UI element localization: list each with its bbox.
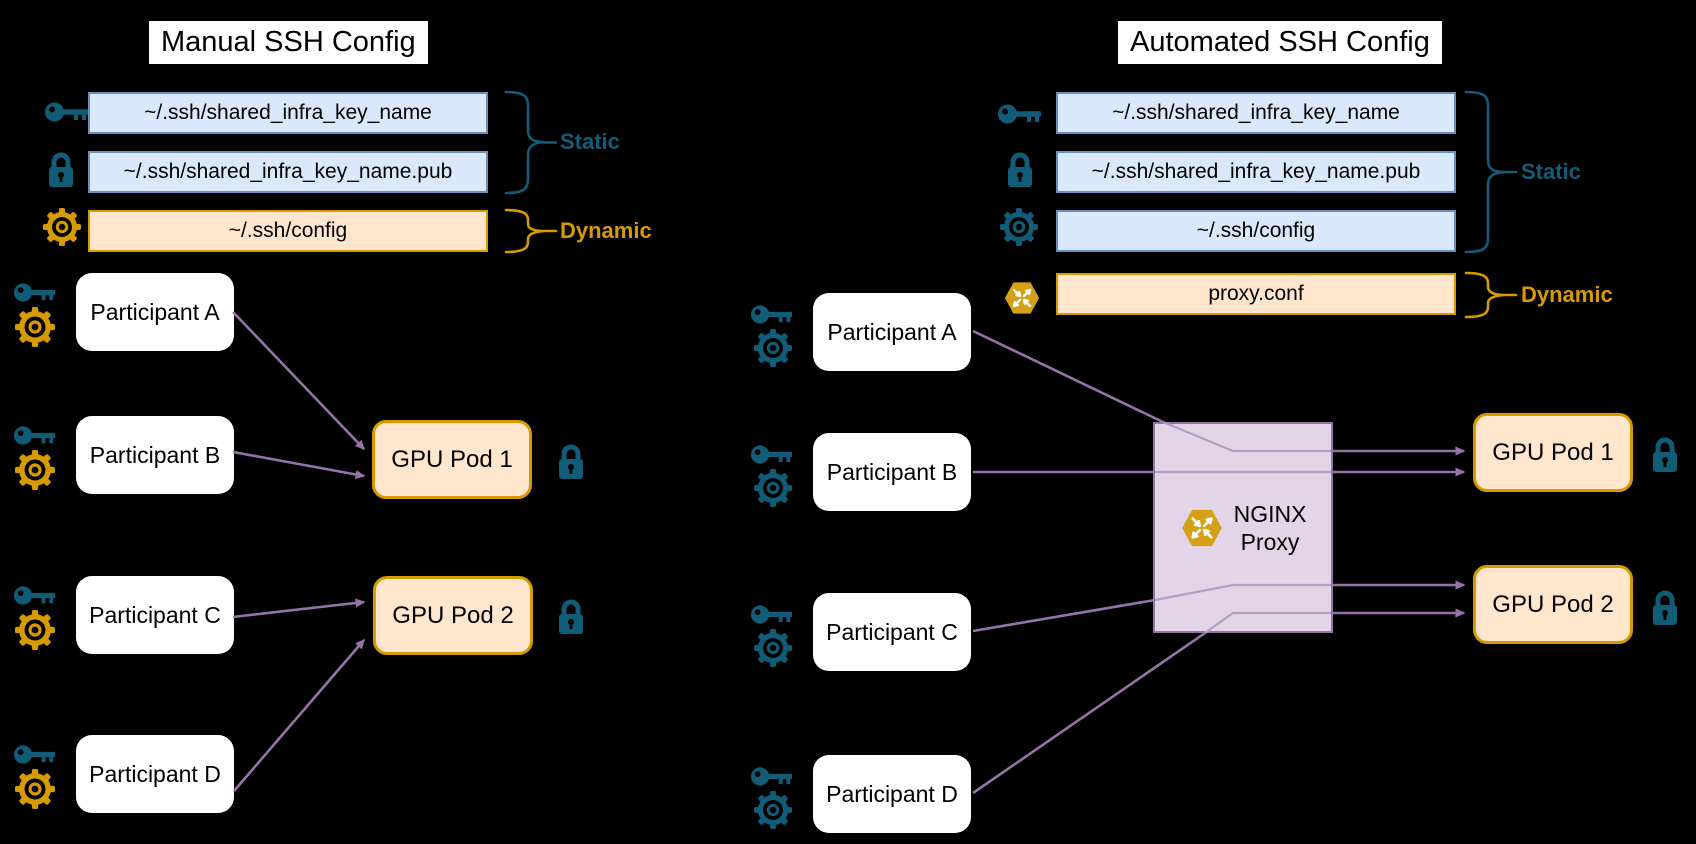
gpu-pod-1: GPU Pod 1: [372, 420, 532, 499]
dynamic-label: Dynamic: [560, 218, 652, 243]
participant-d: Participant D: [76, 735, 234, 813]
participant-b: Participant B: [813, 433, 971, 511]
dynamic-label: Dynamic: [1521, 282, 1613, 307]
automated-title: Automated SSH Config: [1118, 21, 1442, 64]
gear-icon: [754, 469, 792, 507]
participant-a: Participant A: [813, 293, 971, 371]
key-icon: [13, 280, 57, 305]
gpu-pod-2: GPU Pod 2: [1473, 565, 1633, 644]
key-icon: [750, 302, 794, 327]
file-box-proxy-conf: proxy.conf: [1056, 273, 1456, 315]
file-box-public-key: ~/.ssh/shared_infra_key_name.pub: [1056, 151, 1456, 193]
gpu-pod-2: GPU Pod 2: [373, 576, 533, 655]
arrow-b-to-pod1: [232, 450, 366, 479]
participant-c: Participant C: [813, 593, 971, 671]
nginx-proxy-label: NGINX Proxy: [1233, 500, 1307, 555]
key-icon: [750, 602, 794, 627]
lock-icon: [1650, 434, 1680, 476]
arrow-d-to-pod2: [233, 638, 365, 792]
file-box-public-key: ~/.ssh/shared_infra_key_name.pub: [88, 151, 488, 193]
key-icon: [13, 742, 57, 767]
static-label: Static: [1521, 159, 1581, 184]
gear-icon: [754, 629, 792, 667]
lock-icon: [46, 149, 76, 191]
file-box-private-key: ~/.ssh/shared_infra_key_name: [88, 92, 488, 134]
arrow-c-to-proxy: [972, 598, 1156, 633]
nginx-icon: [1003, 278, 1041, 318]
key-icon: [750, 442, 794, 467]
nginx-icon: [1180, 505, 1224, 551]
key-icon: [13, 423, 57, 448]
participant-a: Participant A: [76, 273, 234, 351]
participant-d: Participant D: [813, 755, 971, 833]
static-label: Static: [560, 129, 620, 154]
dynamic-brace: [1464, 271, 1518, 319]
key-icon: [44, 99, 90, 125]
lock-icon: [1650, 587, 1680, 629]
static-brace: [504, 90, 558, 195]
gpu-pod-1: GPU Pod 1: [1473, 413, 1633, 492]
manual-title: Manual SSH Config: [149, 21, 428, 64]
gear-icon: [43, 208, 81, 246]
gear-icon: [15, 307, 55, 347]
file-box-private-key: ~/.ssh/shared_infra_key_name: [1056, 92, 1456, 134]
file-box-ssh-config: ~/.ssh/config: [1056, 210, 1456, 252]
gear-icon: [754, 329, 792, 367]
dynamic-brace: [504, 208, 558, 254]
arrow-a-to-proxy: [972, 329, 1164, 424]
gear-icon: [15, 450, 55, 490]
gear-icon: [754, 791, 792, 829]
key-icon: [997, 101, 1043, 127]
nginx-proxy-box: NGINX Proxy: [1153, 422, 1333, 633]
gear-icon: [1000, 208, 1038, 246]
lock-icon: [556, 596, 586, 638]
lock-icon: [556, 441, 586, 483]
static-brace: [1464, 90, 1518, 254]
arrow-a-to-pod1: [232, 311, 366, 451]
lock-icon: [1005, 149, 1035, 191]
file-box-ssh-config: ~/.ssh/config: [88, 210, 488, 252]
gear-icon: [15, 769, 55, 809]
key-icon: [750, 764, 794, 789]
arrow-d-to-proxy: [972, 631, 1206, 795]
participant-b: Participant B: [76, 416, 234, 494]
key-icon: [13, 583, 57, 608]
gear-icon: [15, 610, 55, 650]
arrow-c-to-pod2: [232, 598, 366, 619]
participant-c: Participant C: [76, 576, 234, 654]
